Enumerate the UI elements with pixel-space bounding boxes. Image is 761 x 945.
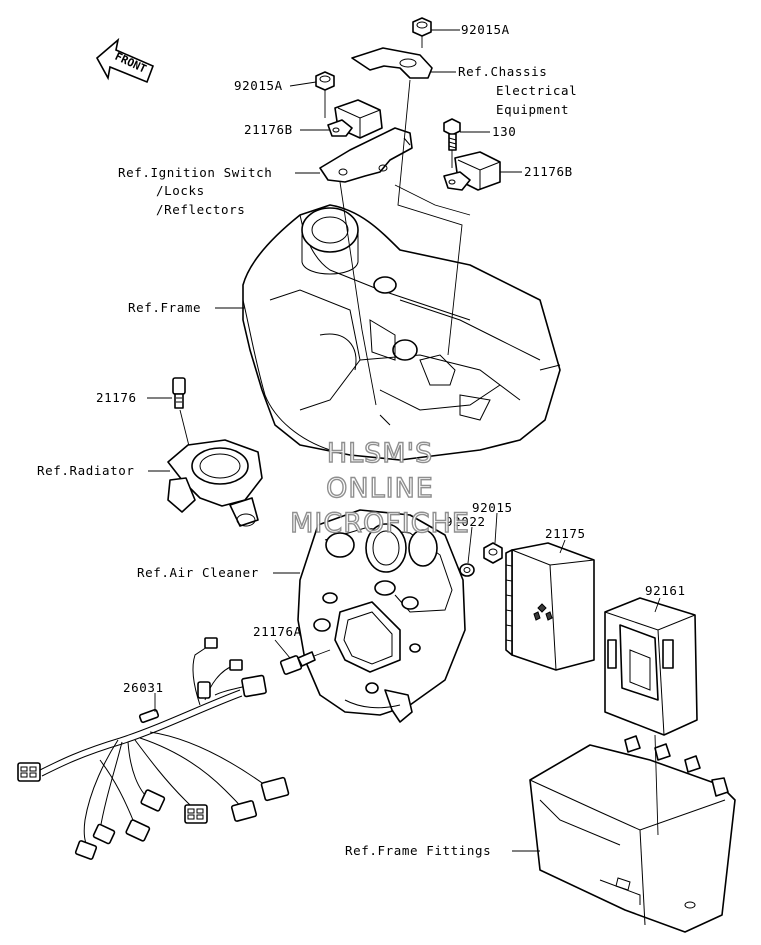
nut-92015A-top xyxy=(412,17,432,37)
label-leaders xyxy=(147,29,661,852)
assembly-lines xyxy=(324,36,471,406)
label-ref-frame: Ref.Frame xyxy=(128,300,201,315)
sensor-21176B-left xyxy=(327,99,383,139)
bolt-130 xyxy=(443,118,461,151)
connector-4 xyxy=(125,819,151,842)
sensor-21176B-right xyxy=(443,151,501,191)
label-ref-chassis-line2: Electrical xyxy=(496,83,577,98)
label-21176B-left: 21176B xyxy=(244,122,293,137)
washer-92022 xyxy=(459,563,475,577)
label-92015A-left: 92015A xyxy=(234,78,283,93)
label-ref-radiator: Ref.Radiator xyxy=(37,463,135,478)
label-21176B-right: 21176B xyxy=(524,164,573,179)
connector-3 xyxy=(92,823,116,845)
harness-clamp xyxy=(138,681,211,724)
label-ref-ignition-line3: /Reflectors xyxy=(156,202,245,217)
label-21176: 21176 xyxy=(96,390,137,405)
connector-6 xyxy=(184,804,208,824)
watermark-line1: HLSM'S xyxy=(327,438,433,469)
wiring-harness-26031-drawing xyxy=(17,637,290,860)
ecu-21175-drawing xyxy=(505,542,595,671)
frame-fittings-tray-drawing xyxy=(529,734,736,933)
label-21175: 21175 xyxy=(545,526,586,541)
connector-9 xyxy=(241,674,267,698)
connector-1 xyxy=(17,762,41,782)
radiator-housing-drawing xyxy=(167,439,263,527)
connector-10 xyxy=(204,637,243,671)
nut-92015 xyxy=(483,542,503,564)
label-ref-ignition-line2: /Locks xyxy=(156,183,205,198)
watermark: HLSM'S ONLINE MICROFICHE xyxy=(289,437,470,539)
label-130: 130 xyxy=(492,124,516,139)
label-21176A: 21176A xyxy=(253,624,302,639)
air-cleaner-plate-drawing xyxy=(297,509,466,723)
front-arrow-icon: FRONT xyxy=(95,37,155,84)
label-ref-frame-fittings: Ref.Frame Fittings xyxy=(345,843,491,858)
chassis-bracket-drawing xyxy=(319,47,433,183)
nut-92015A-left xyxy=(315,71,335,91)
sensor-21176A xyxy=(279,649,331,675)
label-ref-chassis-line1: Ref.Chassis xyxy=(458,64,547,79)
connector-5 xyxy=(140,789,166,812)
label-92161: 92161 xyxy=(645,583,686,598)
label-ref-chassis-line3: Equipment xyxy=(496,102,569,117)
label-ref-ignition-line1: Ref.Ignition Switch xyxy=(118,165,272,180)
connector-8 xyxy=(260,776,290,802)
cover-92161-drawing xyxy=(604,597,698,736)
watermark-line2: ONLINE xyxy=(326,473,434,504)
sensor-21176 xyxy=(172,377,191,451)
label-26031: 26031 xyxy=(123,680,164,695)
watermark-line3: MICROFICHE xyxy=(290,508,470,539)
label-92015: 92015 xyxy=(472,500,513,515)
label-92022: 92022 xyxy=(445,514,486,529)
part-labels: 92015A Ref.Chassis Electrical Equipment … xyxy=(37,22,686,858)
connector-7 xyxy=(230,800,258,822)
label-92015A-top: 92015A xyxy=(461,22,510,37)
label-ref-air-cleaner: Ref.Air Cleaner xyxy=(137,565,259,580)
connector-2 xyxy=(74,840,98,860)
frame-drawing xyxy=(242,204,561,461)
